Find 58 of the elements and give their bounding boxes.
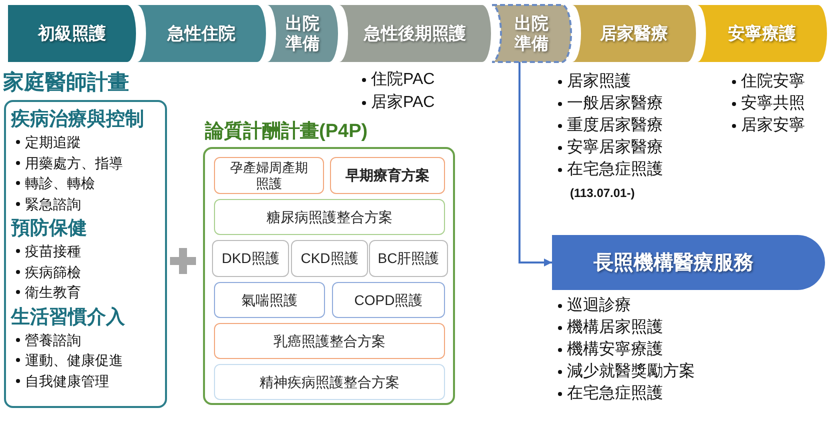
- list-item: 居家安寧: [741, 116, 805, 136]
- list-item: 居家PAC: [371, 93, 435, 113]
- section-heading: 疾病治療與控制: [11, 108, 144, 132]
- program-box: 精神疾病照護整合方案: [214, 364, 445, 400]
- stage-label: 出院準備: [284, 14, 320, 54]
- program-box: DKD照護: [212, 240, 289, 277]
- list-item: 運動、健康促進: [25, 351, 123, 369]
- stage-label: 初級照護: [38, 24, 106, 44]
- list-item: 疫苗接種: [25, 242, 81, 260]
- list-item: 一般居家醫療: [567, 94, 663, 114]
- stage-label: 安寧療護: [728, 24, 796, 44]
- list-item: 定期追蹤: [25, 133, 81, 151]
- list-item: 重度居家醫療: [567, 116, 663, 136]
- panel-heading: 家庭醫師計畫: [3, 70, 129, 96]
- list-item: 在宅急症照護: [567, 160, 663, 180]
- program-box: BC肝照護: [369, 240, 448, 277]
- program-box: 氣喘照護: [214, 282, 325, 318]
- program-box: 孕產婦周產期照護: [214, 157, 324, 194]
- stage-tab: [267, 5, 338, 62]
- stage-label: 出院準備: [514, 14, 550, 54]
- program-box: COPD照護: [332, 282, 445, 318]
- list-item: 緊急諮詢: [25, 194, 81, 212]
- stage-label: 居家醫療: [600, 24, 668, 44]
- stage-tab: [697, 5, 827, 62]
- list-item: 衛生教育: [25, 283, 81, 301]
- list-item: 住院PAC: [371, 70, 435, 90]
- section-heading: 生活習慣介入: [11, 306, 125, 330]
- date-note: (113.07.01-): [570, 185, 635, 202]
- stage-tab: [339, 5, 491, 62]
- list-item: 安寧居家醫療: [567, 138, 663, 158]
- stage-tab: [137, 5, 266, 62]
- list-item: 巡迴診療: [567, 296, 631, 316]
- list-item: 用藥處方、指導: [25, 154, 123, 172]
- panel-heading: 論質計酬計畫(P4P): [205, 120, 368, 144]
- stage-label: 急性後期照護: [364, 24, 466, 44]
- list-item: 營養諮詢: [25, 330, 81, 348]
- list-item: 安寧共照: [741, 94, 805, 114]
- dashed-stage-tab: [492, 5, 571, 62]
- list-item: 在宅急症照護: [567, 384, 663, 404]
- service-banner: [552, 235, 825, 290]
- stage-tab: [8, 5, 136, 62]
- section-heading: 預防保健: [11, 216, 87, 241]
- list-item: 住院安寧: [741, 72, 805, 92]
- arrow: [518, 62, 552, 266]
- stage-tab: [572, 5, 696, 62]
- list-item: 機構居家照護: [567, 318, 663, 338]
- program-box: CKD照護: [291, 240, 368, 277]
- list-item: 疾病篩檢: [25, 262, 81, 280]
- list-item: 居家照護: [567, 72, 631, 92]
- program-box: 糖尿病照護整合方案: [214, 199, 445, 235]
- list-item: 自我健康管理: [25, 372, 109, 390]
- program-box: 乳癌照護整合方案: [214, 323, 445, 359]
- stage-label: 急性住院: [168, 24, 236, 44]
- list-item: 減少就醫獎勵方案: [567, 362, 695, 382]
- list-item: 轉診、轉檢: [25, 174, 95, 192]
- program-box: 早期療育方案: [330, 157, 445, 194]
- list-item: 機構安寧療護: [567, 340, 663, 360]
- banner-label: 長照機構醫療服務: [594, 250, 754, 276]
